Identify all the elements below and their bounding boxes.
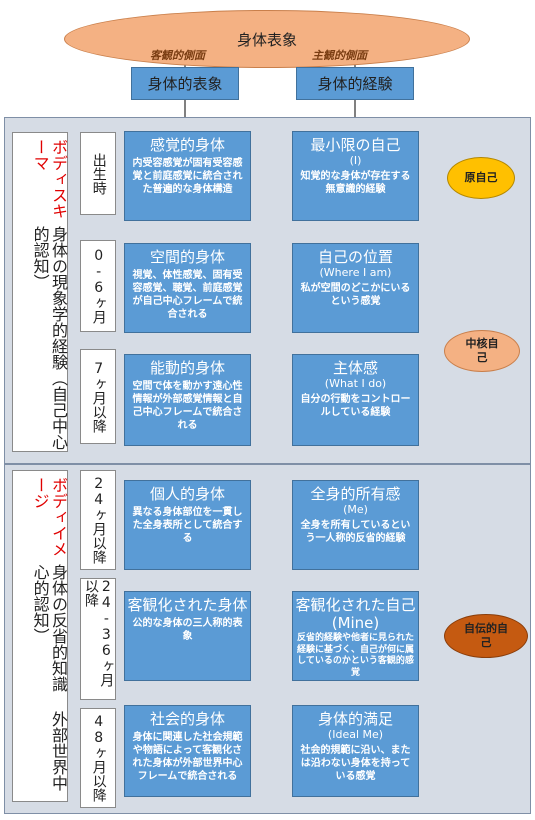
- box-desc: 身体に関連した社会規範や物語によって客観化された身体が外部世界中心フレームで統合…: [132, 732, 243, 782]
- active-body-box: 能動的身体 空間で体を動かす遠心性情報が外部感覚情報と自己中心フレームで統合され…: [124, 354, 251, 446]
- spatial-body-box: 空間的身体 視覚、体性感覚、固有受容感覚、聴覚、前庭感覚が自己中心フレームで統合…: [124, 243, 251, 333]
- box-title: 感覚的身体: [149, 136, 225, 154]
- box-subtitle: (Me): [343, 503, 368, 516]
- top-title-ellipse: 身体表象: [64, 10, 470, 68]
- box-title: 客観化された自己(Mine): [295, 596, 416, 632]
- box-title: 身体的満足: [317, 710, 393, 728]
- box-desc: 反省的経験や他者に見られた経験に基づく、自己が何に属しているのかという客観的感覚: [297, 633, 415, 679]
- body-schema-subtitle: 身体の現象学的経験（自己中心的認知）: [30, 226, 68, 451]
- box-desc: 視覚、体性感覚、固有受容感覚、聴覚、前庭感覚が自己中心フレームで統合される: [132, 270, 243, 320]
- box-desc: 内受容感覚が固有受容感覚と前庭感覚に統合された普遍的な身体構造: [132, 158, 243, 195]
- objectified-self-box: 客観化された自己(Mine) 反省的経験や他者に見られた経験に基づく、自己が何に…: [292, 591, 419, 681]
- minimal-self-box: 最小限の自己 (I) 知覚的な身体が存在する無意識的経験: [292, 131, 419, 221]
- box-title: 自己の位置: [317, 248, 393, 266]
- body-image-subtitle: 身体の反省的知識 外部世界中心的認知）: [30, 563, 68, 791]
- box-title: 社会的身体: [149, 710, 225, 728]
- whole-body-ownership-box: 全身的所有感 (Me) 全身を所有しているという一人称的反省的経験: [292, 480, 419, 570]
- body-schema-label: ボディスキーマ 身体の現象学的経験（自己中心的認知）: [12, 132, 68, 452]
- diagram-title: 身体表象: [236, 31, 297, 49]
- sensory-body-box: 感覚的身体 内受容感覚が固有受容感覚と前庭感覚に統合された普遍的な身体構造: [124, 131, 251, 221]
- box-desc: 自分の行動をコントロールしている経験: [300, 394, 411, 419]
- autobiographical-self-ellipse: 自伝的自己: [444, 614, 528, 658]
- bodily-satisfaction-box: 身体的満足 (Ideal Me) 社会的規範に沿い、または沿わない身体を持ってい…: [292, 705, 419, 797]
- box-subtitle: (I): [349, 154, 362, 167]
- box-subtitle: (Where I am): [319, 266, 392, 279]
- age-label-7m: 7ヶ月以降: [80, 349, 116, 444]
- age-label-birth: 出生時: [80, 132, 116, 215]
- box-title: 最小限の自己: [310, 136, 401, 154]
- box-desc: 社会的規範に沿い、または沿わない身体を持っている感覚: [300, 745, 411, 783]
- box-title: 主体感: [332, 359, 378, 377]
- box-subtitle: (Ideal Me): [327, 728, 384, 741]
- self-location-box: 自己の位置 (Where I am) 私が空間のどこかにいるという感覚: [292, 243, 419, 333]
- body-image-title: ボディイメージ: [30, 477, 68, 557]
- box-desc: 空間で体を動かす遠心性情報が外部感覚情報と自己中心フレームで統合される: [132, 381, 243, 431]
- box-subtitle: (What I do): [324, 377, 387, 390]
- age-label-24m: 24ヶ月以降: [80, 470, 116, 570]
- bodily-experience-box: 身体的経験: [296, 67, 414, 100]
- box-title: 能動的身体: [149, 359, 225, 377]
- core-self-ellipse: 中核自己: [444, 330, 520, 372]
- box-desc: 全身を所有しているという一人称的反省的経験: [300, 520, 411, 545]
- age-label-24-36m: 24-36ヶ月以降: [80, 578, 116, 700]
- personal-body-box: 個人的身体 異なる身体部位を一貫した全身表所として統合する: [124, 480, 251, 570]
- body-image-label: ボディイメージ 身体の反省的知識 外部世界中心的認知）: [12, 470, 68, 802]
- box-title: 空間的身体: [149, 248, 225, 266]
- social-body-box: 社会的身体 身体に関連した社会規範や物語によって客観化された身体が外部世界中心フ…: [124, 705, 251, 797]
- box-title: 客観化された身体: [127, 596, 248, 614]
- subjective-side-label: 主観的側面: [312, 49, 367, 62]
- box-desc: 知覚的な身体が存在する無意識的経験: [300, 171, 411, 196]
- sense-of-agency-box: 主体感 (What I do) 自分の行動をコントロールしている経験: [292, 354, 419, 446]
- age-label-48m: 48ヶ月以降: [80, 708, 116, 808]
- box-title: 個人的身体: [149, 485, 225, 503]
- box-title: 全身的所有感: [310, 485, 401, 503]
- box-desc: 公的な身体の三人称的表象: [132, 618, 243, 642]
- objective-side-label: 客観的側面: [150, 49, 205, 62]
- body-schema-title: ボディスキーマ: [30, 139, 68, 219]
- objectified-body-box: 客観化された身体 公的な身体の三人称的表象: [124, 591, 251, 681]
- box-desc: 私が空間のどこかにいるという感覚: [300, 283, 411, 308]
- proto-self-ellipse: 原自己: [447, 157, 515, 199]
- box-desc: 異なる身体部位を一貫した全身表所として統合する: [132, 507, 243, 544]
- bodily-representation-box: 身体的表象: [131, 67, 239, 100]
- age-label-0-6m: 0-6ヶ月: [80, 240, 116, 332]
